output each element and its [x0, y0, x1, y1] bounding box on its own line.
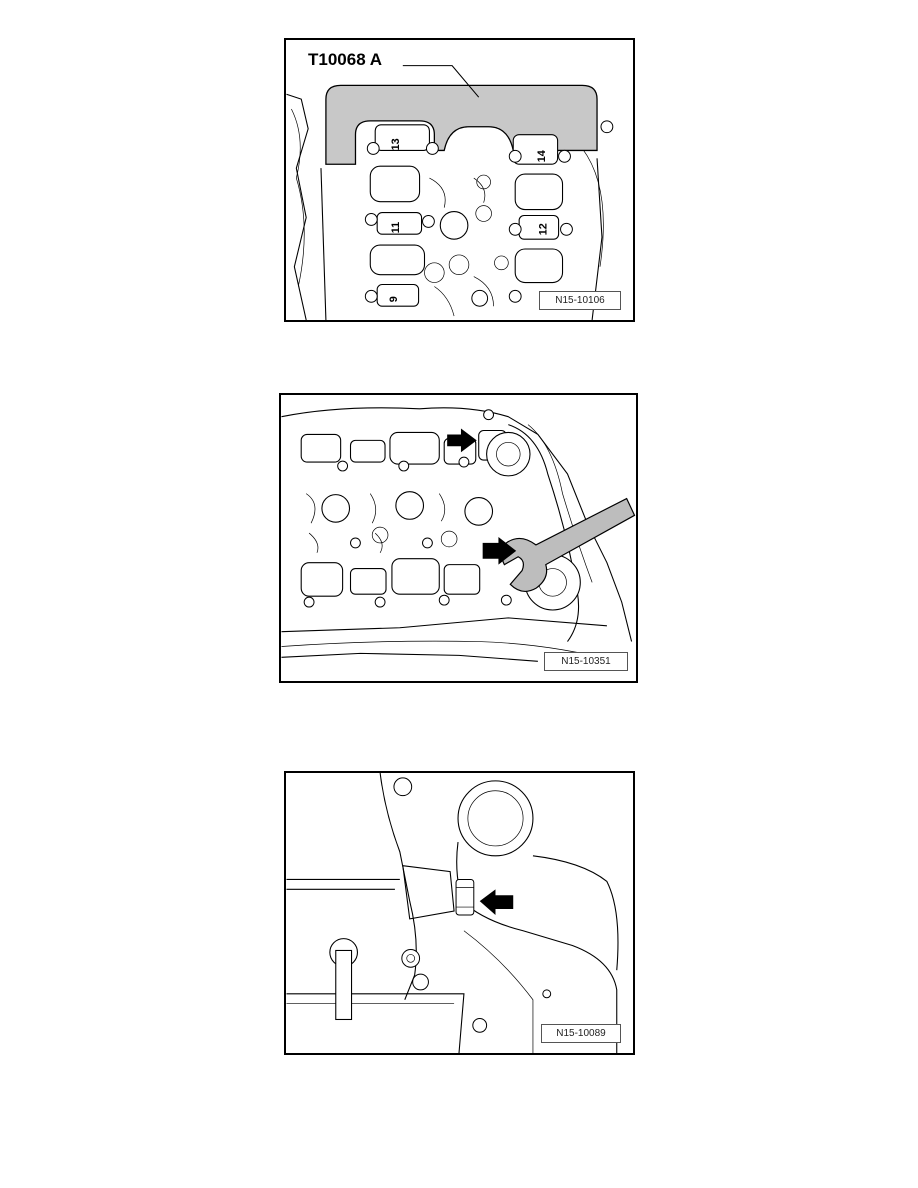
- camshaft-wrench-illustration: [281, 407, 636, 662]
- figure-camshaft-wrench: N15-10351: [279, 393, 638, 683]
- figure-reference: N15-10106: [539, 291, 621, 310]
- figure-cover-bolt: N15-10089: [284, 771, 635, 1055]
- figure-reference: N15-10351: [544, 652, 628, 671]
- figure-reference: N15-10089: [541, 1024, 621, 1043]
- figure-camshaft-locking-tool: 13 14 11 12 9 T10068 A N15-10106: [284, 38, 635, 322]
- camshaft-locking-tool-illustration: 13 14 11 12 9: [286, 65, 614, 320]
- cap-number-12: 12: [538, 223, 550, 235]
- tool-label: T10068 A: [308, 50, 383, 69]
- cap-number-9: 9: [388, 296, 400, 302]
- cap-number-11: 11: [390, 222, 402, 233]
- cover-bolt-illustration: [286, 773, 619, 1053]
- cap-number-13: 13: [390, 138, 402, 150]
- cap-number-14: 14: [536, 150, 548, 162]
